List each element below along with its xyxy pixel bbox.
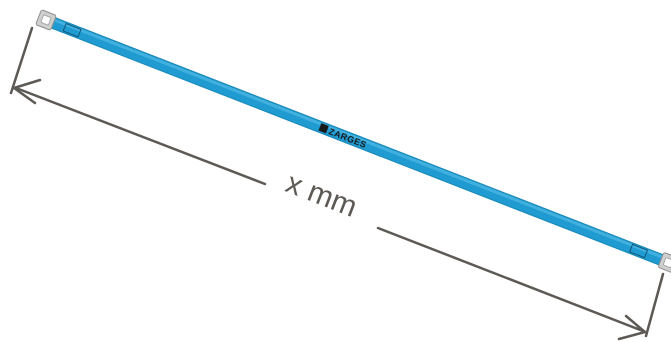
hook-left xyxy=(35,9,57,31)
strap-end-tab-right xyxy=(629,243,649,259)
dimension-extension-right xyxy=(644,272,665,338)
dimension-arrow-left-icon xyxy=(12,78,42,105)
dimension-line-right xyxy=(376,226,645,333)
dimension-label: x mm xyxy=(281,166,361,223)
tie-down-strap: ZARGES xyxy=(35,9,671,273)
strap-end-tab-left xyxy=(62,22,82,38)
dimension-extension-left xyxy=(9,26,34,95)
brand-logo-icon xyxy=(318,123,329,134)
dimension-arrow-right-icon xyxy=(617,314,647,341)
dimension-line-left xyxy=(14,86,267,186)
strap-highlight xyxy=(53,18,663,259)
